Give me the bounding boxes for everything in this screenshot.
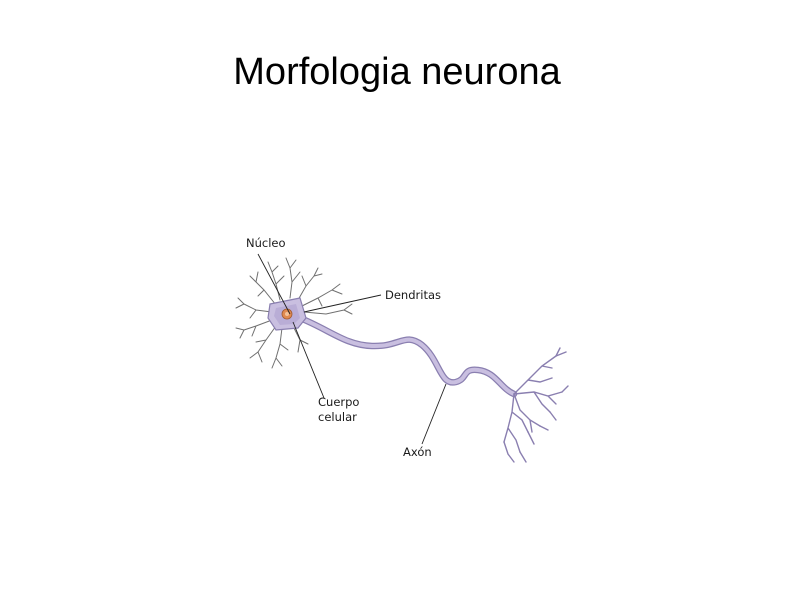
slide-title: Morfologia neurona [233, 51, 561, 93]
axon [296, 314, 518, 398]
axon-terminals [503, 347, 569, 463]
label-nucleus: Núcleo [246, 236, 286, 250]
label-cell-body-line1: Cuerpo [318, 395, 359, 409]
dendrites [235, 257, 353, 369]
leader-lines [257, 253, 447, 445]
label-dendrites: Dendritas [385, 288, 441, 302]
label-axon: Axón [403, 445, 432, 459]
label-cell-body-line2: celular [318, 410, 357, 424]
